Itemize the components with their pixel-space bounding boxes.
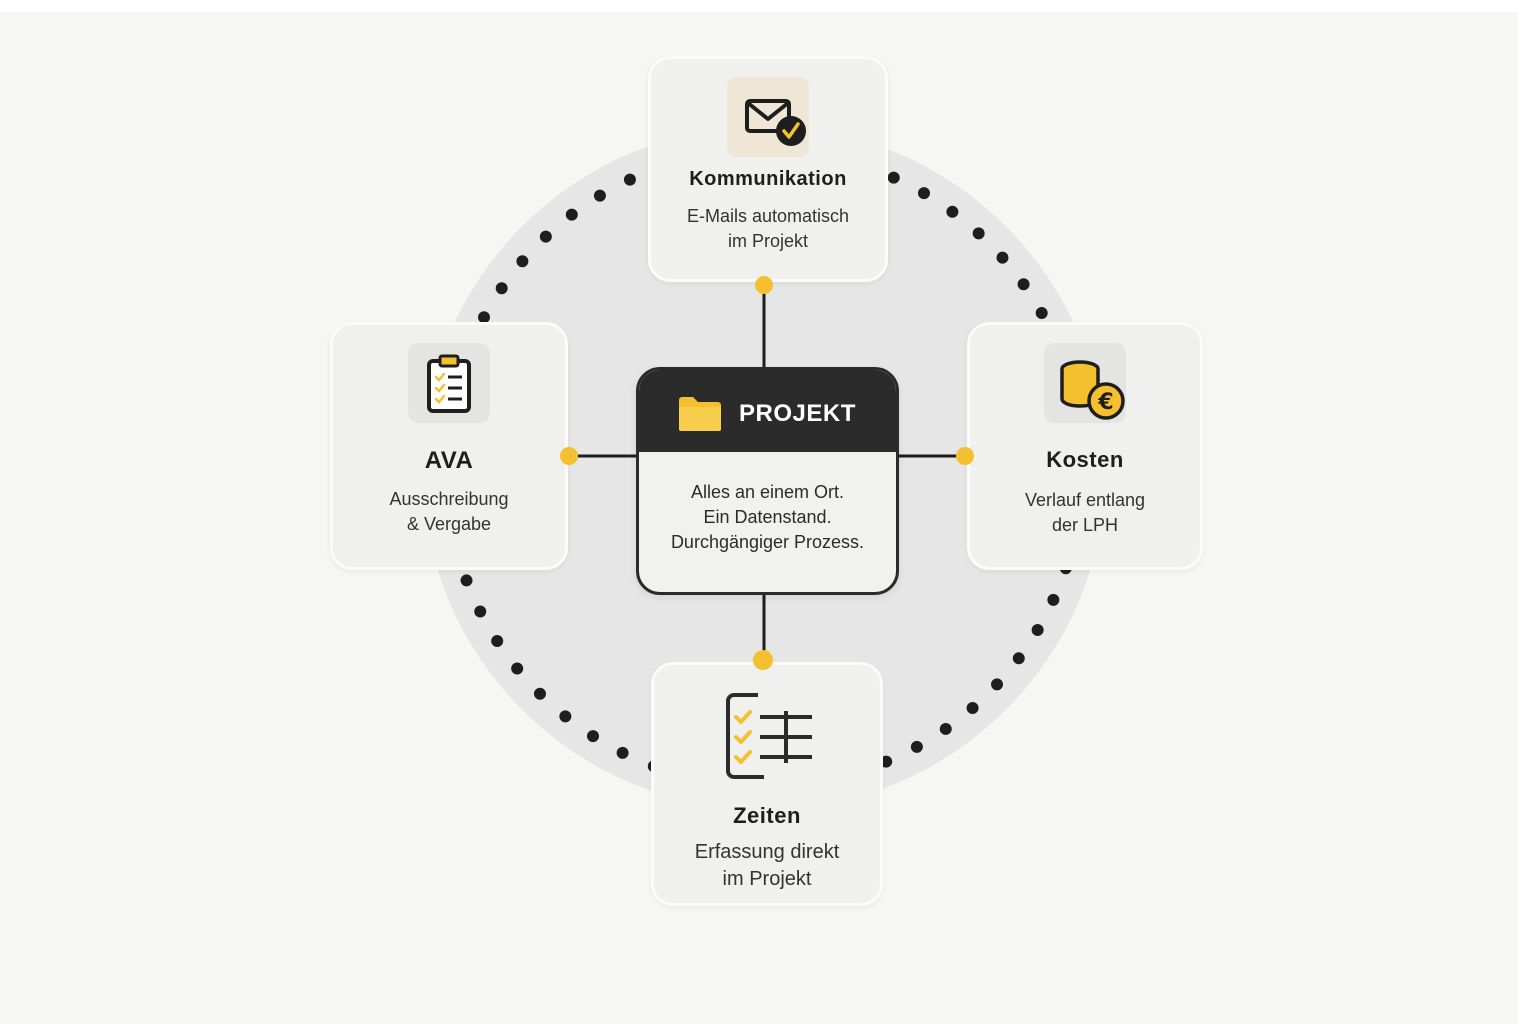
description-line: im Projekt: [722, 868, 812, 890]
time-checklist-icon: [724, 691, 816, 787]
project-center-card[interactable]: PROJEKT Alles an einem Ort. Ein Datensta…: [636, 367, 899, 595]
description-line: & Vergabe: [406, 514, 492, 534]
mail-check-icon: [727, 77, 809, 157]
description-line: Durchgängiger Prozess.: [670, 532, 865, 552]
module-title: Kosten: [1046, 447, 1124, 472]
module-description: Ausschreibung & Vergabe: [333, 487, 565, 537]
page-background: Kommunikation E-Mails automatisch im Pro…: [0, 12, 1518, 1024]
module-card-kommunikation[interactable]: Kommunikation E-Mails automatisch im Pro…: [648, 56, 888, 282]
folder-icon: [679, 397, 721, 431]
module-title: AVA: [424, 447, 474, 474]
module-description: Verlauf entlang der LPH: [970, 488, 1200, 538]
module-title: Kommunikation: [689, 168, 847, 190]
description-line: Erfassung direkt: [694, 841, 840, 863]
description-line: Verlauf entlang: [1024, 490, 1146, 510]
description-line: der LPH: [1051, 515, 1119, 535]
description-line: Ausschreibung: [389, 489, 509, 509]
description-line: im Projekt: [727, 231, 808, 251]
module-title: Zeiten: [733, 803, 801, 828]
description-line: E-Mails automatisch: [686, 206, 850, 226]
clipboard-checklist-icon: [408, 343, 490, 423]
project-title: PROJEKT: [739, 400, 856, 427]
module-description: Erfassung direkt im Projekt: [654, 839, 880, 893]
module-description: E-Mails automatisch im Projekt: [651, 204, 885, 254]
project-header: PROJEKT: [639, 370, 896, 452]
module-card-kosten[interactable]: € Kosten Verlauf entlang der LPH: [967, 322, 1203, 570]
coins-euro-icon: €: [1044, 343, 1126, 423]
project-description: Alles an einem Ort. Ein Datenstand. Durc…: [639, 480, 896, 555]
description-line: Ein Datenstand.: [703, 507, 832, 527]
svg-text:€: €: [1097, 390, 1113, 415]
description-line: Alles an einem Ort.: [690, 482, 845, 502]
module-card-ava[interactable]: AVA Ausschreibung & Vergabe: [330, 322, 568, 570]
module-card-zeiten[interactable]: Zeiten Erfassung direkt im Projekt: [651, 662, 883, 906]
